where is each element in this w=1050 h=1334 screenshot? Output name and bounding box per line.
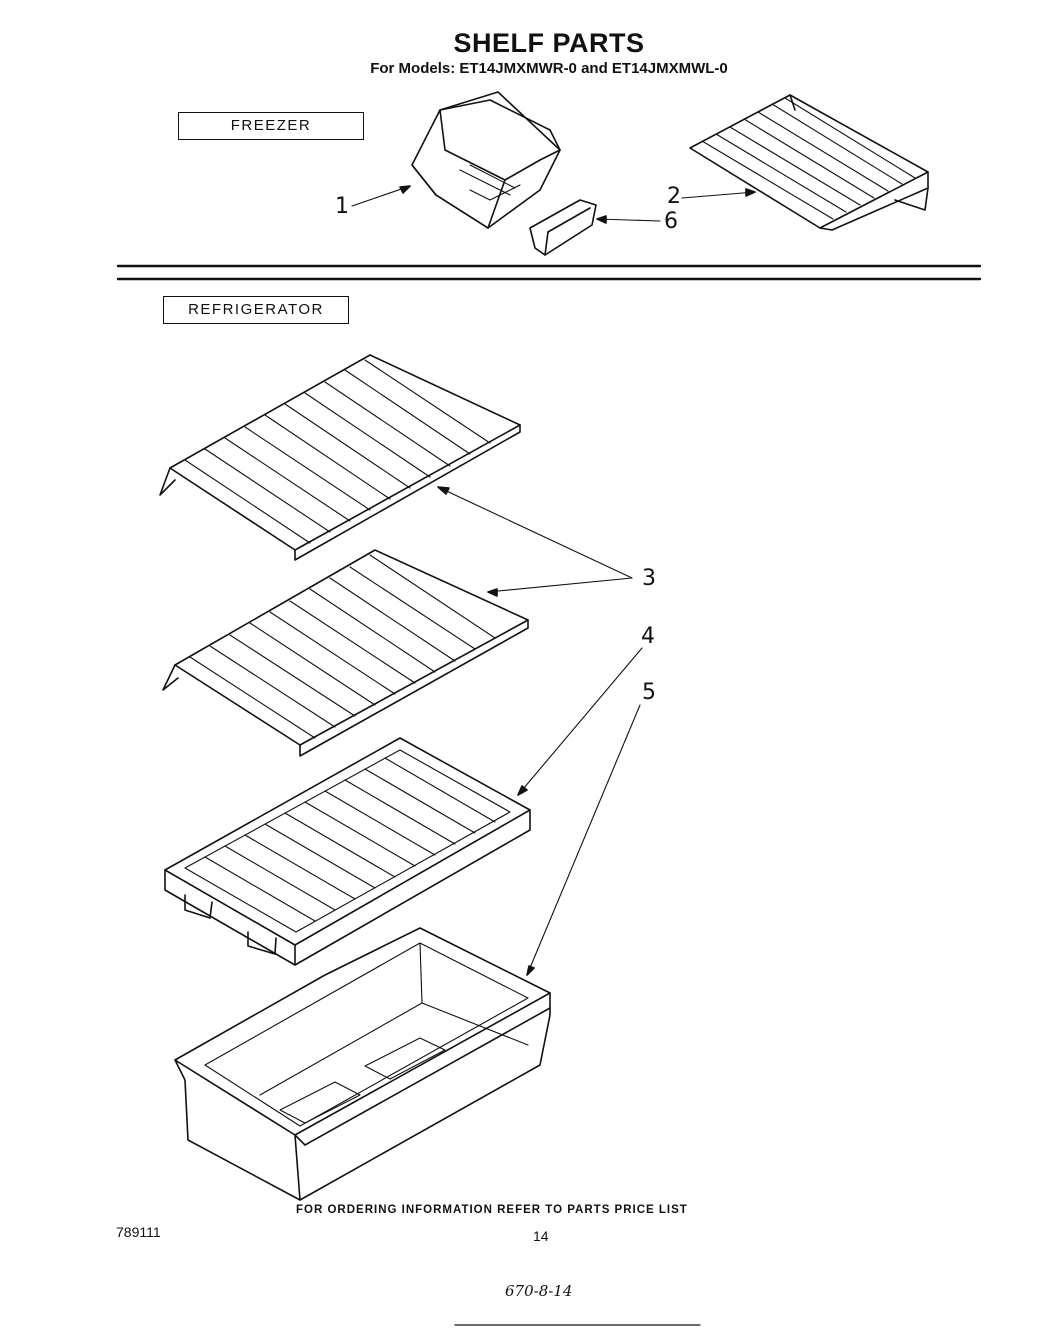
freezer-bin-part xyxy=(411,91,561,229)
leader-5 xyxy=(526,704,641,976)
crisper-drawer-part xyxy=(174,927,551,1201)
refrigerator-section-label: REFRIGERATOR xyxy=(163,296,349,324)
arrow-3a xyxy=(437,486,450,495)
page-number: 14 xyxy=(533,1228,549,1244)
callout-5: 5 xyxy=(642,680,656,705)
callout-1: 1 xyxy=(335,194,349,219)
callout-6: 6 xyxy=(664,209,678,234)
callout-4: 4 xyxy=(641,624,655,649)
leader-3b xyxy=(487,577,633,593)
crisper-cover-part xyxy=(164,737,531,966)
arrow-2 xyxy=(745,188,756,197)
freezer-wire-shelf-part xyxy=(689,94,929,231)
arrow-1 xyxy=(399,185,411,194)
document-number: 789111 xyxy=(116,1224,161,1240)
handwritten-note: 670-8-14 xyxy=(505,1282,573,1300)
arrow-4 xyxy=(517,785,528,796)
arrow-3b xyxy=(487,588,498,597)
ordering-info-note: FOR ORDERING INFORMATION REFER TO PARTS … xyxy=(296,1204,688,1216)
freezer-section-label: FREEZER xyxy=(178,112,364,140)
leader-3a xyxy=(437,486,633,579)
callout-2: 2 xyxy=(667,184,681,209)
lower-refrigerator-shelf-part xyxy=(162,549,529,757)
leader-2 xyxy=(681,191,756,199)
model-subtitle: For Models: ET14JMXMWR-0 and ET14JMXMWL-… xyxy=(370,60,728,77)
leader-6 xyxy=(596,218,661,222)
leader-4 xyxy=(517,647,643,796)
page-title: SHELF PARTS xyxy=(453,28,645,58)
arrow-6 xyxy=(596,215,607,224)
callout-3: 3 xyxy=(642,566,656,591)
upper-refrigerator-shelf-part xyxy=(159,354,521,561)
bin-insert-part xyxy=(529,199,597,256)
arrow-5 xyxy=(526,965,535,976)
